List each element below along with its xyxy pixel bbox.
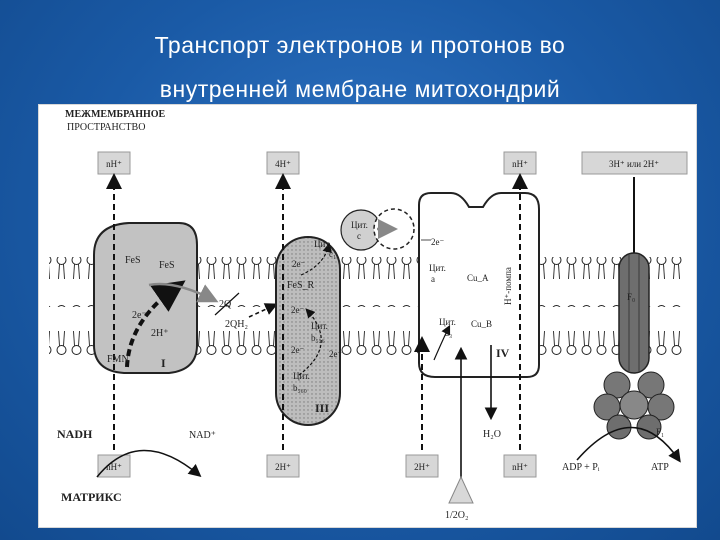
nad-label: NAD⁺ xyxy=(189,430,216,441)
complex3-e-right: 2e⁻ xyxy=(329,349,342,359)
complex1-fes-1: FeS xyxy=(125,255,141,266)
top-box-2-label: 4H⁺ xyxy=(275,159,291,169)
complex4-numeral: IV xyxy=(496,346,510,360)
diagram-panel: МЕЖМЕМБРАННОЕ ПРОСТРАНСТВО МАТРИКС nH⁺ 4… xyxy=(38,104,697,528)
cyt-b560-sub: b₅₆₀ xyxy=(293,383,307,393)
complex3-e-top: 2e⁻ xyxy=(292,259,305,269)
nadh-label: NADH xyxy=(57,427,93,441)
bottom-box-2-label: 2H⁺ xyxy=(275,462,291,472)
complex1-fes-2: FeS xyxy=(159,260,175,271)
top-box-4-label: 3H⁺ или 2H⁺ xyxy=(609,159,659,169)
cyt-b560-label: Цит. xyxy=(293,371,310,381)
f1-label: F₁ xyxy=(656,427,664,437)
ubiquinone-pool: 2Q 2QH₂ xyxy=(214,292,278,330)
cyt-c1-sub: c₁ xyxy=(329,249,336,259)
cyt-b556-label: Цит. xyxy=(311,321,328,331)
complex1-fmn: FMN xyxy=(107,354,129,365)
complex1-electrons: 2e⁻ xyxy=(132,310,147,321)
complex4-electrons: 2e⁻ xyxy=(431,237,444,247)
ubiquinone-q: 2Q xyxy=(219,299,232,310)
atp-label: ATP xyxy=(651,462,669,473)
complex3-numeral: III xyxy=(315,401,329,415)
cytochrome-c: Цит. c xyxy=(340,208,415,251)
cua-label: Cu_A xyxy=(467,273,489,283)
slide-title-line-1: Транспорт электронов и протонов во xyxy=(154,32,566,58)
ubiquinone-qh2: 2QH₂ xyxy=(225,319,248,330)
bottom-box-2 xyxy=(266,454,300,478)
proton-pump-label: H⁺-помпа xyxy=(503,267,513,305)
intermembrane-label-1: МЕЖМЕМБРАННОЕ xyxy=(65,109,166,120)
bottom-box-1-label: nH⁺ xyxy=(106,462,122,472)
oxygen-label: 1/2O₂ xyxy=(445,510,469,521)
complex1-numeral: I xyxy=(161,356,166,370)
bottom-box-3 xyxy=(405,454,439,478)
cyt-a3-label: Цит. xyxy=(439,317,456,327)
complex3-fesr: FeS_R xyxy=(287,280,315,291)
complex-4: 2e⁻ Цит. a Cu_A Цит. a₃ Cu_B H⁺-помпа IV… xyxy=(414,173,540,521)
bottom-box-4-label: nH⁺ xyxy=(512,462,528,472)
top-box-4 xyxy=(581,151,688,175)
cyt-c1-label: Цит. xyxy=(314,239,331,249)
top-box-1-label: nH⁺ xyxy=(106,159,122,169)
water-label: H₂O xyxy=(483,429,501,440)
bottom-proton-boxes: nH⁺ 2H⁺ 2H⁺ nH⁺ xyxy=(97,454,537,478)
complex1-protons: 2H⁺ xyxy=(151,328,169,339)
mitochondrial-etc-diagram: МЕЖМЕМБРАННОЕ ПРОСТРАНСТВО МАТРИКС nH⁺ 4… xyxy=(49,109,688,521)
cyt-b556-sub: b₅₅₆ xyxy=(311,333,325,343)
top-box-3-label: nH⁺ xyxy=(512,159,528,169)
complex3-e-mid: 2e⁻ xyxy=(291,305,304,315)
bottom-box-3-label: 2H⁺ xyxy=(414,462,430,472)
cyt-a3-sub: a₃ xyxy=(445,328,452,338)
cyt-a-sub: a xyxy=(431,274,435,284)
adp-label: ADP + Pᵢ xyxy=(562,462,600,473)
cyt-a-label: Цит. xyxy=(429,263,446,273)
complex-3: Цит. c₁ 2e⁻ FeS_R 2e⁻ Цит. b₅₅₆ 2e⁻ 2e⁻ … xyxy=(275,173,342,450)
f0-label: F₀ xyxy=(627,292,635,302)
atp-synthase: F₀ F₁ ADP + Pᵢ ATP xyxy=(562,177,681,473)
bottom-box-1 xyxy=(97,454,131,478)
slide-title-line-2: внутренней мембране митохондрий xyxy=(159,76,561,102)
matrix-label: МАТРИКС xyxy=(61,490,122,504)
complex3-e-low: 2e⁻ xyxy=(291,345,304,355)
complex-1: FeS FeS 2e⁻ 2H⁺ FMN I NADH NAD⁺ xyxy=(57,173,219,478)
cytc-label: Цит. xyxy=(351,220,368,230)
top-proton-boxes: nH⁺ 4H⁺ nH⁺ 3H⁺ или 2H⁺ xyxy=(97,151,688,175)
bottom-box-4 xyxy=(503,454,537,478)
cub-label: Cu_B xyxy=(471,319,492,329)
intermembrane-label-2: ПРОСТРАНСТВО xyxy=(67,122,145,133)
cytc-sub: c xyxy=(357,231,361,241)
